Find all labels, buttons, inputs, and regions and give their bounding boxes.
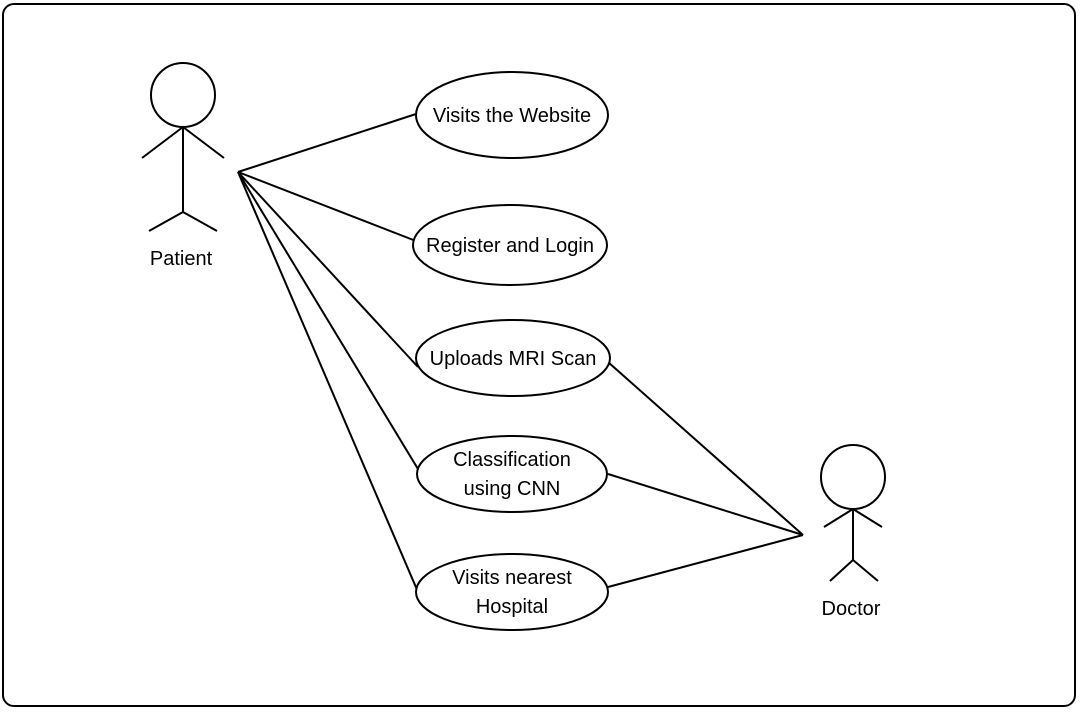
use-case-label: Classification	[453, 449, 571, 471]
use-case-register-login: Register and Login	[412, 204, 608, 286]
patient-label: Patient	[150, 248, 213, 270]
use-case-label: Uploads MRI Scan	[430, 348, 597, 370]
use-case-label: Visits nearest	[452, 567, 572, 589]
use-case-label: using CNN	[464, 478, 561, 500]
use-case-uploads-mri: Uploads MRI Scan	[415, 319, 611, 397]
use-case-classification: Classification using CNN	[416, 435, 608, 513]
use-case-nearest-hospital: Visits nearest Hospital	[415, 553, 609, 631]
doctor-actor	[820, 444, 886, 582]
use-case-label: Register and Login	[426, 235, 594, 257]
patient-associations	[237, 113, 422, 593]
doctor-associations	[607, 361, 804, 588]
use-case-label: Visits the Website	[433, 105, 591, 127]
doctor-label: Doctor	[822, 598, 881, 620]
patient-actor	[141, 62, 225, 232]
use-case-label: Hospital	[476, 596, 548, 618]
use-case-visits-website: Visits the Website	[415, 71, 609, 159]
